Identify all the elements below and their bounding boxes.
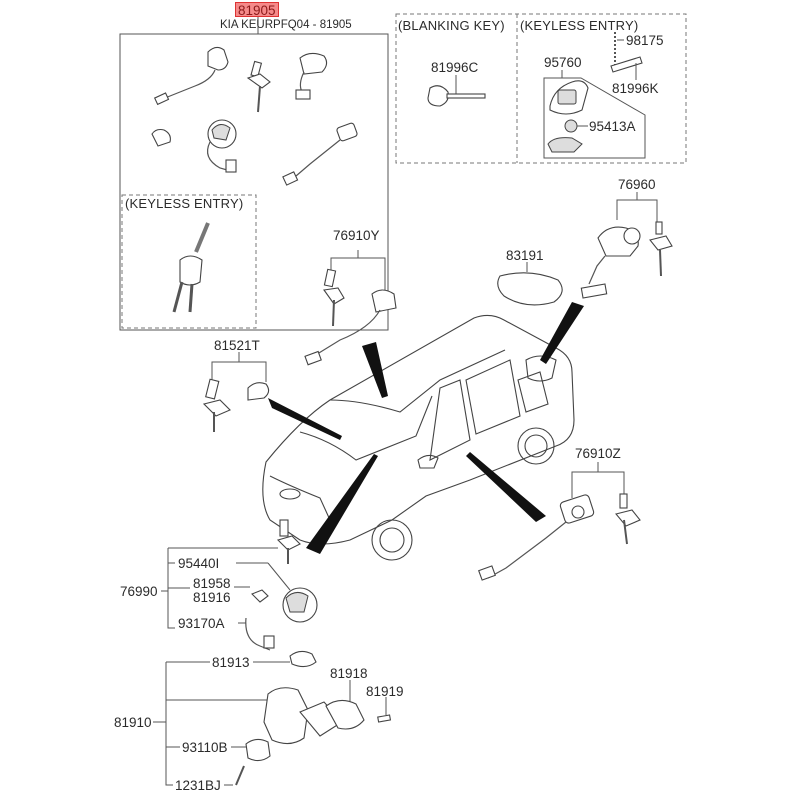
part-label-81996C[interactable]: 81996C xyxy=(431,60,479,75)
leader-81910 xyxy=(153,650,392,786)
group-label-keyless-entry-left: (KEYLESS ENTRY) xyxy=(125,196,244,211)
kit-part-tailgate-lock xyxy=(295,52,328,100)
group-label-keyless-entry-top: (KEYLESS ENTRY) xyxy=(520,18,639,33)
part-label-83191[interactable]: 83191 xyxy=(506,248,544,263)
part-label-81918[interactable]: 81918 xyxy=(330,666,368,681)
part-label-93110B[interactable]: 93110B xyxy=(182,740,228,755)
kit-part-ignition-switch xyxy=(207,119,237,173)
part-label-76990[interactable]: 76990 xyxy=(120,584,158,599)
part-83191-handle xyxy=(497,262,563,306)
part-label-1231BJ[interactable]: 1231BJ xyxy=(175,778,221,793)
part-label-95440I[interactable]: 95440I xyxy=(178,556,220,571)
part-label-81919[interactable]: 81919 xyxy=(366,684,404,699)
diagram-subtitle: KIA KEURPFQ04 - 81905 xyxy=(220,19,352,31)
kit-part-trunk-cylinder xyxy=(151,128,171,147)
kit-box-81905 xyxy=(119,17,389,331)
keyless-remote-drawing xyxy=(543,32,646,159)
keyless-entry-left-box xyxy=(121,194,257,329)
kit-keyless-fob xyxy=(172,222,210,313)
keyless-entry-top-box xyxy=(395,13,687,164)
part-label-76910Y[interactable]: 76910Y xyxy=(333,228,380,243)
part-label-81910[interactable]: 81910 xyxy=(114,715,152,730)
kit-part-fuel-door-lock xyxy=(282,122,358,186)
part-label-81521T[interactable]: 81521T xyxy=(214,338,260,353)
vehicle-outline xyxy=(262,314,575,561)
highlighted-part-number[interactable]: 81905 xyxy=(235,2,279,18)
part-label-93170A[interactable]: 93170A xyxy=(178,616,225,631)
kit-part-ignition-key xyxy=(246,60,271,113)
part-76960-tailgate xyxy=(580,192,673,299)
leader-76910Y xyxy=(304,250,397,366)
part-label-81916[interactable]: 81916 xyxy=(193,590,231,605)
kit-part-door-lock-wire xyxy=(153,46,229,106)
part-label-76910Z[interactable]: 76910Z xyxy=(575,446,621,461)
group-label-blanking-key: (BLANKING KEY) xyxy=(398,18,505,33)
leader-wedges xyxy=(268,302,584,554)
part-label-98175[interactable]: 98175 xyxy=(626,33,664,48)
part-label-76960[interactable]: 76960 xyxy=(618,177,656,192)
leader-76990 xyxy=(161,519,318,651)
part-label-95413A[interactable]: 95413A xyxy=(589,119,636,134)
part-label-81913[interactable]: 81913 xyxy=(212,655,250,670)
blanking-key-drawing xyxy=(427,75,486,107)
part-81521T xyxy=(202,352,270,432)
part-label-81996K[interactable]: 81996K xyxy=(612,81,659,96)
part-label-81958[interactable]: 81958 xyxy=(193,576,231,591)
part-label-95760[interactable]: 95760 xyxy=(544,55,582,70)
part-76910Z xyxy=(478,462,641,581)
